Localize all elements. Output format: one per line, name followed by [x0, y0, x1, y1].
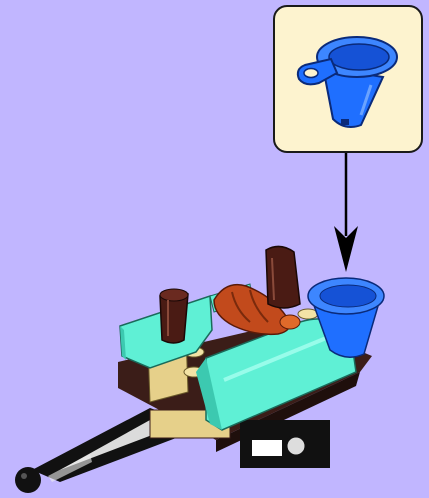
down-arrow-icon — [334, 153, 358, 272]
cone-piece-right — [266, 246, 300, 308]
cone-piece-left — [160, 289, 188, 343]
